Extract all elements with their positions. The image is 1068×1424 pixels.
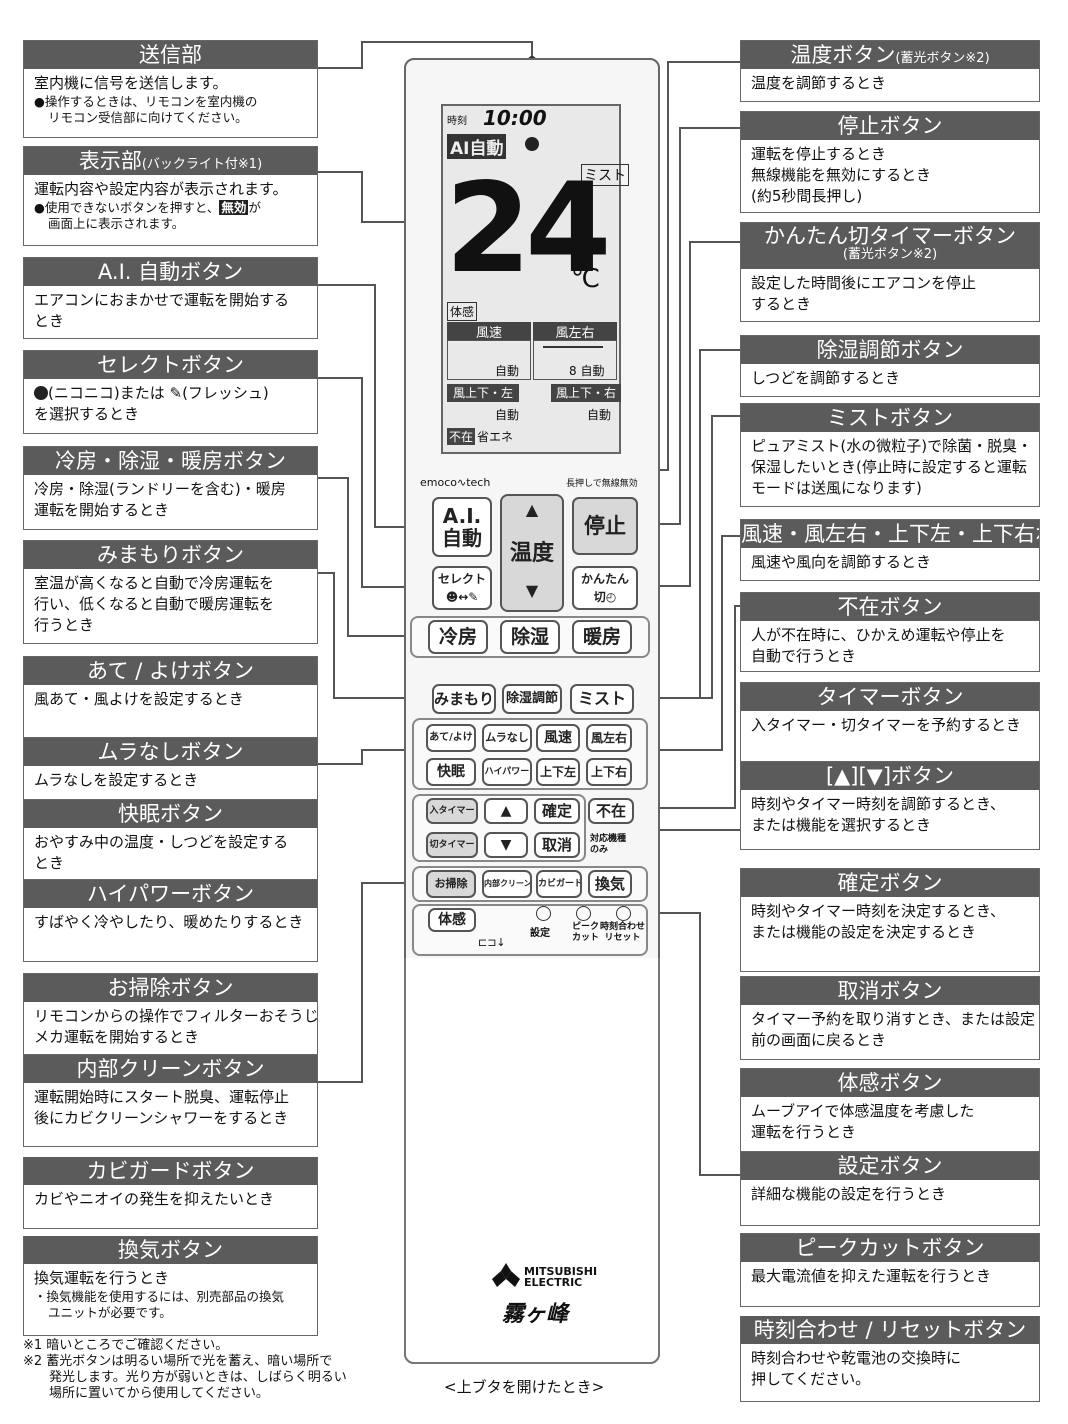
ate-yoke-button[interactable]: あて/よけ	[426, 724, 476, 752]
celsius-unit: ℃	[571, 264, 601, 294]
callout-peak-cut: ピークカットボタン 最大電流値を抑えた運転を行うとき	[740, 1233, 1040, 1307]
callout-mimamori: みまもりボタン 室温が高くなると自動で冷房運転を行い、低くなると自動で暖房運転を…	[23, 540, 318, 644]
mimamori-button[interactable]: みまもり	[432, 684, 496, 714]
callout-temp-button: 温度ボタン(蓄光ボタン※2) 温度を調節するとき	[740, 40, 1040, 102]
callout-kabi-guard: カビガードボタン カビやニオイの発生を抑えたいとき	[23, 1157, 318, 1229]
callout-settei: 設定ボタン 詳細な機能の設定を行うとき	[740, 1152, 1040, 1226]
callout-clock-reset: 時刻合わせ / リセットボタン 時刻合わせや乾電池の交換時に押してください。	[740, 1316, 1040, 1402]
kabi-guard-button[interactable]: カビガード	[536, 870, 582, 898]
vane-right-button[interactable]: 上下右	[586, 758, 632, 786]
temperature-button[interactable]: ▲ 温度 ▼	[500, 494, 564, 612]
taikan-button[interactable]: 体感	[428, 908, 476, 932]
torikeshi-button[interactable]: 取消	[534, 832, 580, 858]
wind-direction-icon	[543, 346, 603, 352]
dry-button[interactable]: 除湿	[500, 620, 560, 654]
disabled-badge: 無効	[219, 200, 249, 215]
taikan-indicator: 体感	[447, 302, 478, 321]
vane-left-button[interactable]: 上下左	[536, 758, 580, 786]
callout-torikeshi: 取消ボタン タイマー予約を取り消すとき、または設定前の画面に戻るとき	[740, 976, 1040, 1060]
peak-cut-button[interactable]	[576, 906, 591, 921]
callout-select: セレクトボタン (ニコニコ)または ✎(フレッシュ) を選択するとき	[23, 350, 318, 434]
footnote-2-cont: 発光します。光り方が弱いときは、しばらく明るい	[49, 1370, 347, 1385]
kantan-off-timer-button[interactable]: かんたん切◴	[572, 566, 638, 610]
joshitsu-chosetsu-button[interactable]: 除湿調節	[502, 684, 562, 714]
remote-lower-panel	[404, 958, 660, 1364]
pen-icon: ✎	[164, 384, 183, 402]
up-button[interactable]: ▲	[484, 798, 528, 824]
callout-naibu-clean: 内部クリーンボタン 運転開始時にスタート脱臭、運転停止後にカビクリーンシャワーを…	[23, 1055, 318, 1147]
down-button[interactable]: ▼	[484, 832, 528, 858]
callout-timer: タイマーボタン 入タイマー・切タイマーを予約するとき	[740, 682, 1040, 762]
footnote-2-cont2: 場所に置いてから使用してください。	[49, 1386, 269, 1401]
settei-button[interactable]	[536, 906, 551, 921]
temp-down-icon: ▼	[525, 581, 539, 600]
temperature-display: 24	[445, 157, 612, 301]
mist-indicator: ミスト	[581, 164, 629, 186]
supported-models-label: 対応機種のみ	[590, 834, 627, 855]
callout-fuzai: 不在ボタン 人が不在時に、ひかえめ運転や停止を自動で行うとき	[740, 592, 1040, 672]
ai-auto-indicator: AI自動	[447, 134, 507, 159]
mitsubishi-logo-icon	[492, 1263, 520, 1287]
mist-button[interactable]: ミスト	[570, 684, 634, 714]
callout-kanki: 換気ボタン 換気運転を行うとき ・換気機能を使用するには、別売部品の換気 ユニッ…	[23, 1236, 318, 1336]
callout-transmitter: 送信部 室内機に信号を送信します。 ●操作するときは、リモコンを室内機の リモコ…	[23, 40, 318, 138]
temp-up-icon: ▲	[525, 500, 539, 519]
callout-up-down: [▲][▼]ボタン 時刻やタイマー時刻を調節するとき、または機能を選択するとき	[740, 762, 1040, 850]
callout-stop-button: 停止ボタン 運転を停止するとき無線機能を無効にするとき(約5秒間長押し)	[740, 111, 1040, 213]
kirigamine-brand: 霧ヶ峰	[502, 1301, 569, 1327]
callout-display: 表示部(バックライト付※1) 運転内容や設定内容が表示されます。 ●使用できない…	[23, 146, 318, 246]
callout-osouji: お掃除ボタン リモコンからの操作でフィルターおそうじメカ運転を開始するとき	[23, 973, 319, 1055]
clock-display: 10:00	[483, 106, 547, 130]
callout-ate-yoke: あて / よけボタン 風あて・風よけを設定するとき	[23, 656, 318, 738]
callout-kaimin: 快眠ボタン おやすみ中の温度・しつどを設定するとき	[23, 800, 318, 880]
heat-button[interactable]: 暖房	[572, 620, 632, 654]
muranashi-button[interactable]: ムラなし	[482, 724, 532, 752]
fuzai-button[interactable]: 不在	[588, 798, 634, 824]
clock-reset-button[interactable]	[616, 906, 631, 921]
footnote-1: ※1 暗いところでご確認ください。	[23, 1338, 229, 1353]
on-timer-button[interactable]: 入タイマー	[426, 798, 478, 824]
brand-emoco-tech: emoco∿tech	[420, 476, 491, 489]
callout-taikan: 体感ボタン ムーブアイで体感温度を考慮した運転を行うとき	[740, 1068, 1040, 1152]
kanki-button[interactable]: 換気	[588, 870, 632, 898]
wind-left-right-button[interactable]: 風左右	[586, 724, 632, 752]
callout-wind-buttons: 風速・風左右・上下左・上下右ボタン 風速や風向を調節するとき	[740, 519, 1040, 581]
callout-ai-auto: A.I. 自動ボタン エアコンにおまかせで運転を開始するとき	[23, 257, 318, 339]
callout-high-power: ハイパワーボタン すばやく冷やしたり、暖めたりするとき	[23, 880, 318, 962]
callout-mist: ミストボタン ピュアミスト(水の微粒子)で除菌・脱臭・保湿したいとき(停止時に設…	[740, 403, 1040, 507]
callout-title: 表示部(バックライト付※1)	[24, 147, 317, 175]
high-power-button[interactable]: ハイパワー	[482, 758, 532, 786]
long-press-label: 長押しで無線無効	[566, 479, 638, 489]
smile-icon	[34, 386, 48, 400]
naibu-clean-button[interactable]: 内部クリーン	[482, 870, 532, 898]
battery-icon: ⊏⊐↓	[478, 936, 506, 949]
callout-cool-dry-heat: 冷房・除湿・暖房ボタン 冷房・除湿(ランドリーを含む)・暖房運転を開始するとき	[23, 446, 318, 530]
lcd-screen: 時刻 10:00 AI自動 ミスト 24 ℃ 体感 風速 風左右 自動 8 自動…	[441, 104, 629, 454]
callout-joshitsu-chosetsu: 除湿調節ボタン しつどを調節するとき	[740, 335, 1040, 397]
ai-auto-button[interactable]: A.I.自動	[432, 497, 492, 557]
cool-button[interactable]: 冷房	[428, 620, 488, 654]
kakutei-button[interactable]: 確定	[534, 798, 580, 824]
kaimin-button[interactable]: 快眠	[426, 758, 476, 786]
caption: <上ブタを開けたとき>	[444, 1378, 605, 1396]
off-timer-button[interactable]: 切タイマー	[426, 832, 478, 858]
callout-muranashi: ムラなしボタン ムラなしを設定するとき	[23, 738, 318, 800]
smile-icon	[525, 137, 539, 151]
callout-title: 送信部	[24, 41, 317, 69]
osouji-button[interactable]: お掃除	[426, 870, 476, 898]
select-button[interactable]: セレクト☻↔✎	[432, 566, 492, 610]
callout-kakutei: 確定ボタン 時刻やタイマー時刻を決定するとき、または機能の設定を決定するとき	[740, 868, 1040, 972]
stop-button[interactable]: 停止	[572, 497, 638, 555]
footnote-2: ※2 蓄光ボタンは明るい場所で光を蓄え、暗い場所で	[23, 1354, 333, 1369]
callout-kantan-off-timer: かんたん切タイマーボタン(蓄光ボタン※2) 設定した時間後にエアコンを停止すると…	[740, 222, 1040, 322]
fan-speed-button[interactable]: 風速	[536, 724, 580, 752]
